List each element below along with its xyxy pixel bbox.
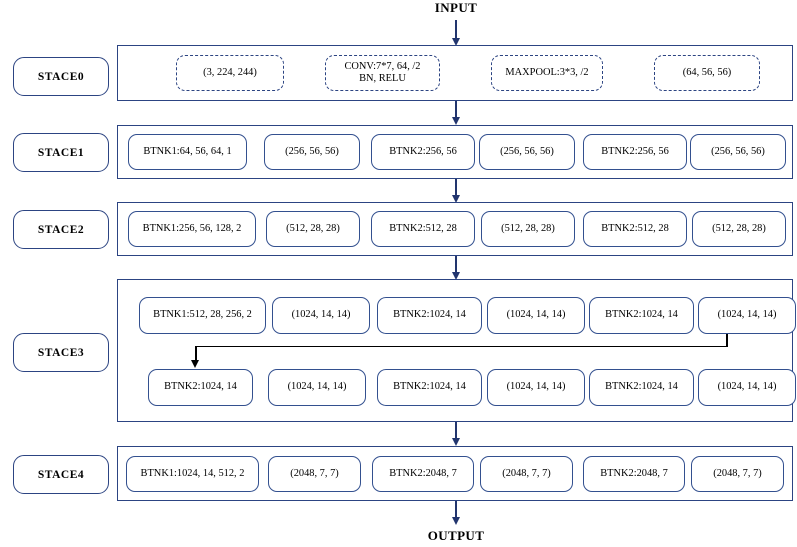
node-chip[interactable]: MAXPOOL:3*3, /2	[491, 55, 603, 91]
arrow-head	[451, 272, 460, 280]
node-chip[interactable]: (256, 56, 56)	[264, 134, 360, 170]
node-chip[interactable]: BTNK2:1024, 14	[589, 297, 694, 334]
node-chip[interactable]: BTNK1:256, 56, 128, 2	[128, 211, 256, 247]
output-label: OUTPUT	[427, 528, 485, 543]
node-chip[interactable]: (1024, 14, 14)	[698, 297, 796, 334]
node-chip[interactable]: BTNK2:1024, 14	[148, 369, 253, 406]
node-chip[interactable]: BTNK2:1024, 14	[377, 297, 482, 334]
node-chip[interactable]: (2048, 7, 7)	[268, 456, 361, 492]
node-chip[interactable]: BTNK1:64, 56, 64, 1	[128, 134, 247, 170]
node-chip[interactable]: (2048, 7, 7)	[480, 456, 573, 492]
arrow-head	[451, 517, 460, 525]
node-chip[interactable]: BTNK2:1024, 14	[589, 369, 694, 406]
node-chip[interactable]: (2048, 7, 7)	[691, 456, 784, 492]
stage-pill-stace1: STACE1	[13, 133, 109, 172]
arrow-stage3-to-stage4	[449, 422, 463, 446]
arrow-stage2-to-stage3	[449, 256, 463, 280]
arrow-shaft	[455, 179, 457, 196]
node-chip[interactable]: (512, 28, 28)	[481, 211, 575, 247]
arrow-stage4-to-output	[449, 501, 463, 525]
arrow-shaft	[455, 422, 457, 439]
stage-pill-stace0: STACE0	[13, 57, 109, 96]
stage-pill-stace2: STACE2	[13, 210, 109, 249]
node-chip[interactable]: BTNK2:1024, 14	[377, 369, 482, 406]
arrow-shaft	[455, 501, 457, 518]
node-chip[interactable]: BTNK2:512, 28	[583, 211, 687, 247]
node-chip[interactable]: (3, 224, 244)	[176, 55, 284, 91]
node-chip[interactable]: BTNK2:2048, 7	[372, 456, 474, 492]
node-chip[interactable]: BTNK2:256, 56	[371, 134, 475, 170]
arrow-stage1-to-stage2	[449, 179, 463, 203]
node-chip[interactable]: (1024, 14, 14)	[272, 297, 370, 334]
arrow-head	[451, 438, 460, 446]
node-chip[interactable]: CONV:7*7, 64, /2 BN, RELU	[325, 55, 440, 91]
node-chip[interactable]: (512, 28, 28)	[692, 211, 786, 247]
node-chip[interactable]: BTNK1:1024, 14, 512, 2	[126, 456, 259, 492]
node-chip[interactable]: BTNK1:512, 28, 256, 2	[139, 297, 266, 334]
arrow-head	[451, 38, 460, 46]
arrow-input-to-stage0	[449, 20, 463, 46]
node-chip[interactable]: (1024, 14, 14)	[487, 297, 585, 334]
arrow-head	[451, 195, 460, 203]
node-chip[interactable]: BTNK2:256, 56	[583, 134, 687, 170]
node-chip[interactable]: (256, 56, 56)	[479, 134, 575, 170]
stage-pill-stace3: STACE3	[13, 333, 109, 372]
node-chip[interactable]: (1024, 14, 14)	[487, 369, 585, 406]
arrow-shaft	[455, 101, 457, 118]
node-chip[interactable]: (64, 56, 56)	[654, 55, 760, 91]
node-chip[interactable]: BTNK2:512, 28	[371, 211, 475, 247]
stage-pill-stace4: STACE4	[13, 455, 109, 494]
arrow-stage0-to-stage1	[449, 101, 463, 125]
node-chip[interactable]: (1024, 14, 14)	[268, 369, 366, 406]
arrow-shaft	[455, 20, 457, 39]
input-label: INPUT	[434, 0, 478, 15]
arrow-head	[451, 117, 460, 125]
node-chip[interactable]: (256, 56, 56)	[690, 134, 786, 170]
arrow-shaft	[455, 256, 457, 273]
node-chip[interactable]: BTNK2:2048, 7	[583, 456, 685, 492]
node-chip[interactable]: (512, 28, 28)	[266, 211, 360, 247]
node-chip[interactable]: (1024, 14, 14)	[698, 369, 796, 406]
